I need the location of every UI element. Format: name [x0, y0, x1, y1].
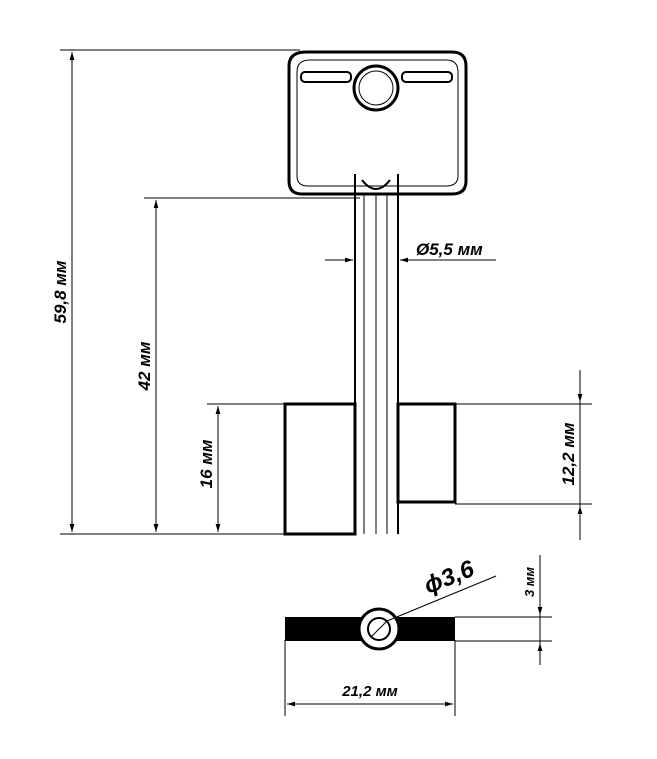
- key-cross-section: ϕ3,6: [285, 555, 497, 651]
- dim-bit-width: 21,2 мм: [284, 640, 456, 716]
- dim-stem-diameter-label: Ø5,5 мм: [416, 240, 483, 259]
- dim-bit-height-label: 16 мм: [197, 439, 216, 488]
- section-hole-diameter-label: ϕ3,6: [420, 555, 479, 600]
- key-stem: [354, 174, 399, 534]
- dim-stem-diameter: Ø5,5 мм: [325, 240, 496, 263]
- dim-bit-short-height-label: 12,2 мм: [559, 422, 578, 485]
- dim-bit-height: 16 мм: [197, 403, 286, 532]
- dim-bit-width-label: 21,2 мм: [341, 683, 398, 700]
- key-head: [287, 50, 468, 196]
- dim-bit-thickness-label: 3 мм: [522, 567, 537, 597]
- dim-stem-length-label: 42 мм: [135, 341, 154, 391]
- dim-total-length: 59,8 мм: [51, 49, 300, 535]
- key-bits: [283, 402, 457, 536]
- dim-bit-thickness: 3 мм: [455, 555, 552, 665]
- dim-total-length-label: 59,8 мм: [51, 260, 70, 323]
- dim-bit-short-height: 12,2 мм: [455, 370, 592, 540]
- dim-stem-length: 42 мм: [135, 197, 360, 532]
